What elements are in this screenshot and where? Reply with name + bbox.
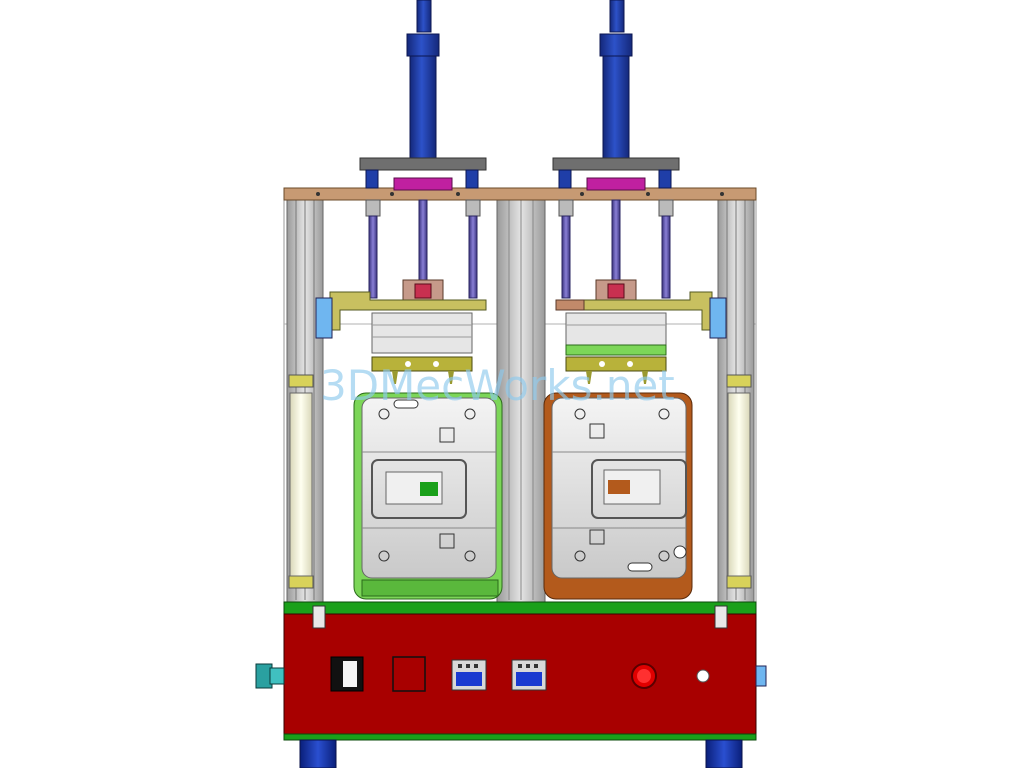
indicator-lamp-icon (696, 669, 710, 683)
counter-display-icon (511, 659, 547, 691)
top-plate (283, 187, 757, 201)
left-magenta-block (393, 177, 453, 191)
emergency-stop-icon[interactable] (631, 663, 657, 689)
right-magenta-block (586, 177, 646, 191)
machine-feet (299, 739, 743, 768)
right-side-column (717, 197, 755, 604)
right-press-station (552, 0, 727, 384)
left-press-station (315, 0, 487, 384)
right-air-fitting (755, 665, 767, 687)
watermark-text: 3DMecWorks.net (320, 361, 675, 410)
left-fixture (353, 392, 503, 600)
counter-display-icon (451, 659, 487, 691)
left-air-cylinder (406, 0, 440, 159)
center-column (496, 197, 546, 604)
control-panel (330, 656, 710, 692)
right-air-cylinder (599, 0, 633, 159)
left-air-fitting (255, 663, 285, 689)
white-square-switch-icon[interactable] (330, 656, 364, 692)
left-side-column (286, 197, 324, 604)
red-square-switch-icon[interactable] (392, 656, 426, 692)
right-fixture (543, 392, 693, 600)
